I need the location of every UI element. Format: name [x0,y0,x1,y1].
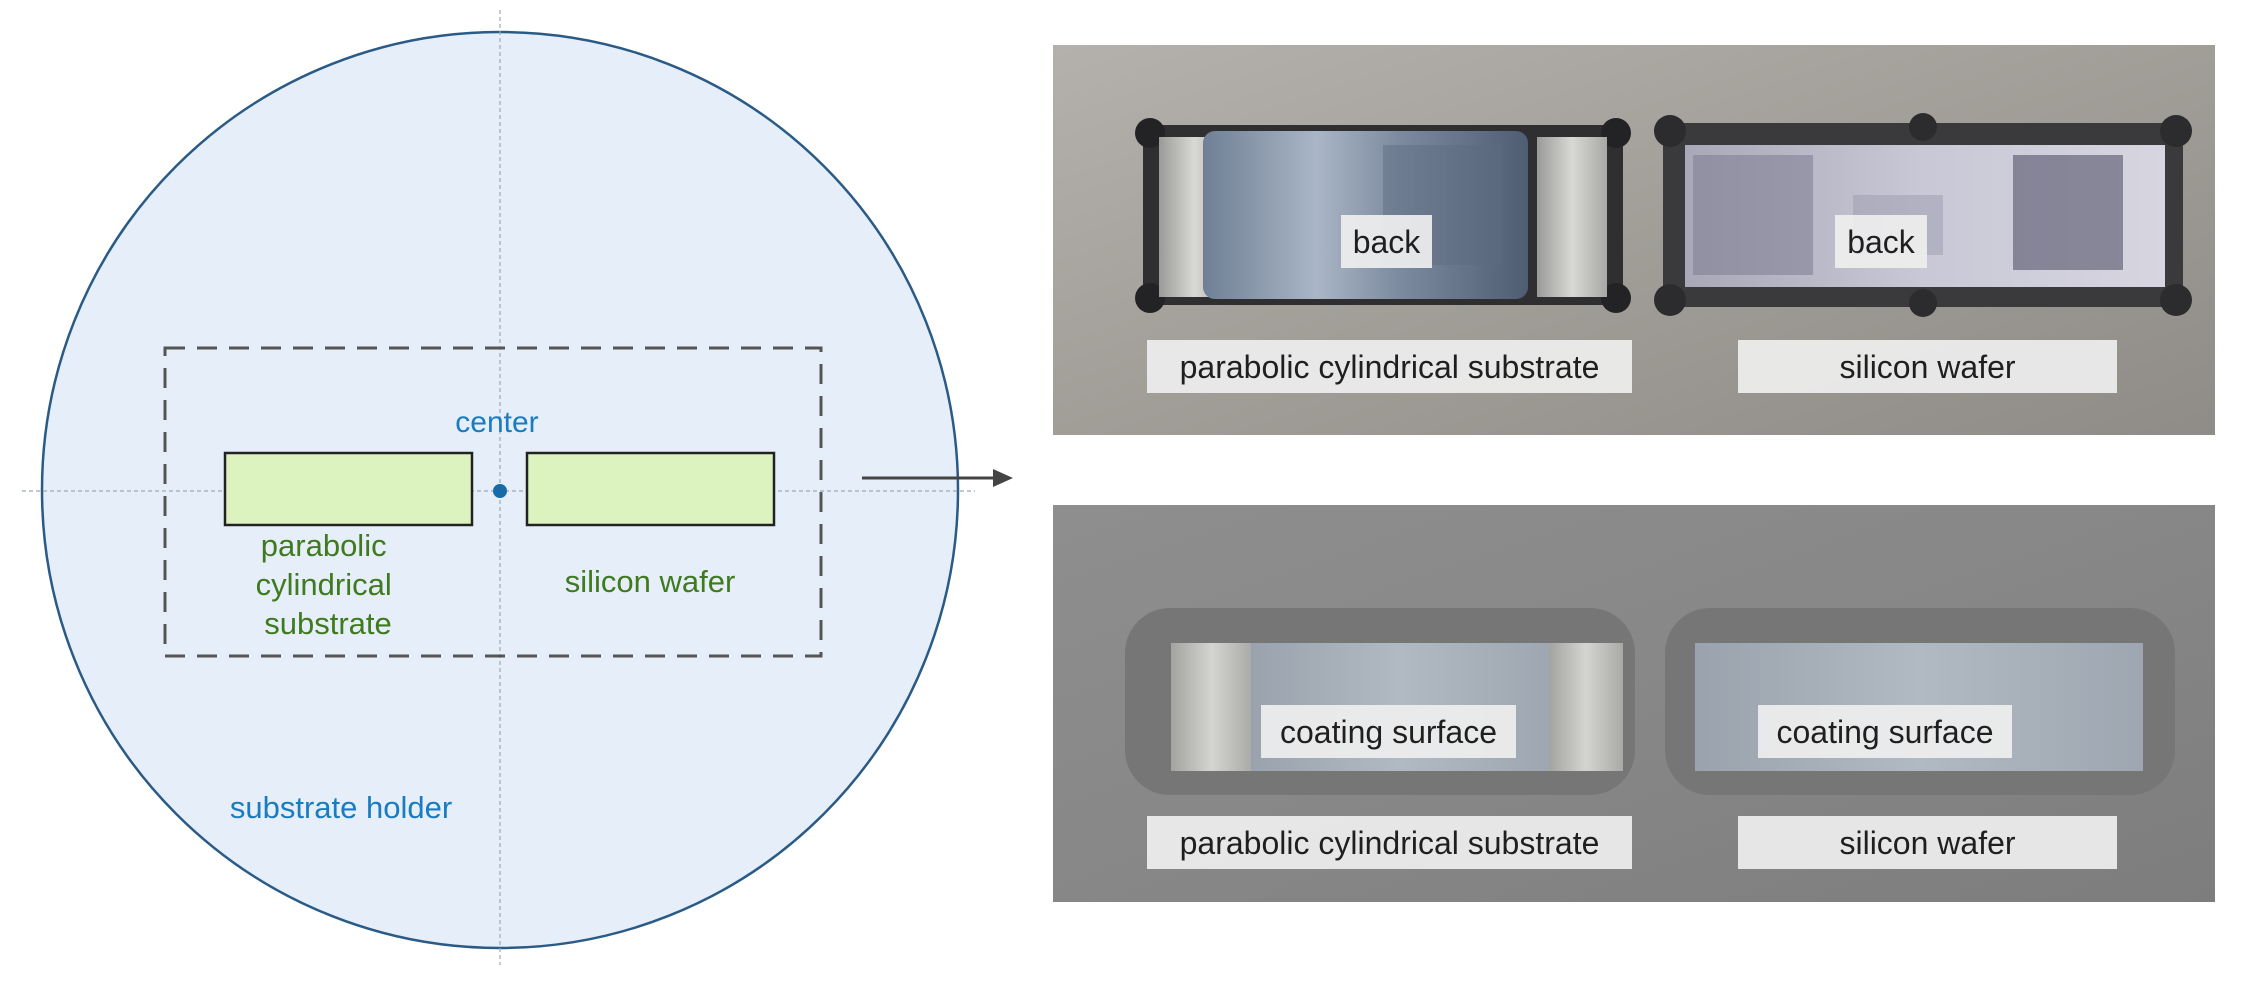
silicon-caption-bottom: silicon wafer [1738,816,2117,869]
coating-surface-photo: coating surface coating surface paraboli… [1053,505,2215,902]
parabolic-substrate-rect [223,451,474,527]
left-sample-label-line-2: cylindrical [256,567,392,602]
substrate-holder-diagram: center parabolic cylindrical substrate s… [22,10,1013,965]
center-dot [493,484,507,498]
right-sample-label: silicon wafer [565,564,736,599]
coating-tag-right: coating surface [1758,705,2012,758]
silicon-wafer-rect [525,451,776,527]
left-sample-label-line-1: parabolic [261,528,387,563]
sample-area-dashed-box [163,346,823,658]
coating-tag-left: coating surface [1261,705,1516,758]
back-side-photo: back back parabolic cylindrical substrat… [1053,45,2215,435]
arrow-head [993,469,1013,487]
back-tag-right: back [1835,215,1927,268]
left-sample-label: parabolic cylindrical substrate [256,528,401,641]
back-tag-left: back [1341,215,1432,268]
parabolic-caption-bottom: parabolic cylindrical substrate [1147,816,1632,869]
left-sample-label-line-3: substrate [264,606,392,641]
center-label: center [455,406,538,439]
silicon-caption-top: silicon wafer [1738,340,2117,393]
parabolic-caption-top: parabolic cylindrical substrate [1147,340,1632,393]
back-side-photo-art [1053,45,2215,435]
substrate-holder-label: substrate holder [230,790,452,825]
